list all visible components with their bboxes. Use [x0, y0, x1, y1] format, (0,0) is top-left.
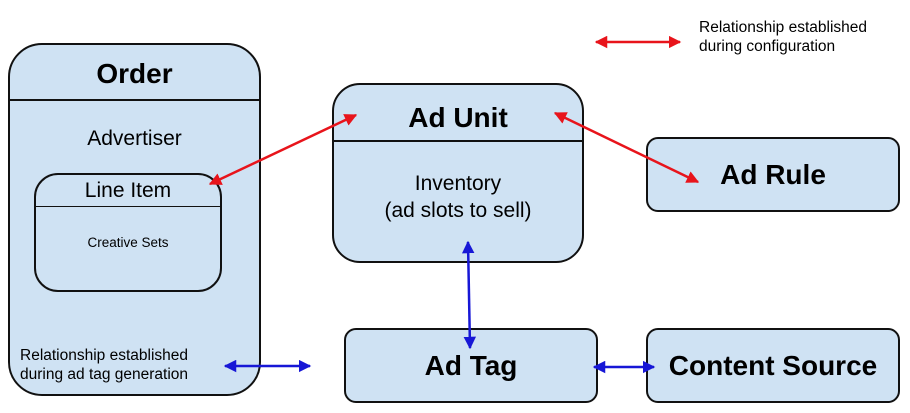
order-divider	[10, 99, 259, 101]
advertiser-label: Advertiser	[87, 127, 182, 150]
legend-configuration-line1: Relationship established	[699, 19, 868, 36]
line-item-divider	[36, 206, 220, 207]
order-title: Order	[96, 58, 173, 89]
legend-configuration: Relationship established during configur…	[699, 18, 867, 56]
creative-sets-label: Creative Sets	[87, 235, 169, 250]
content-source-title: Content Source	[668, 350, 878, 381]
ad-unit-ad-rule-arrow	[553, 111, 700, 184]
ad-unit-box: Ad Unit Inventory (ad slots to sell)	[332, 83, 584, 263]
ad-unit-divider	[334, 140, 582, 142]
legend-tag-generation: Relationship established during ad tag g…	[20, 346, 188, 384]
ad-tag-title: Ad Tag	[424, 350, 518, 381]
legend-configuration-line2: during configuration	[699, 38, 836, 55]
ad-rule-title: Ad Rule	[720, 159, 826, 190]
legend-tag-generation-line2: during ad tag generation	[20, 366, 189, 383]
content-source-box: Content Source	[646, 328, 900, 403]
ad-unit-ad-tag-arrow	[461, 240, 477, 350]
ad-unit-title: Ad Unit	[408, 102, 508, 133]
line-item-title: Line Item	[84, 179, 172, 202]
line-item-box: Line Item Creative Sets	[34, 173, 222, 292]
line-item-ad-unit-arrow	[208, 113, 358, 186]
order-box: Order Advertiser Line Item Creative Sets	[8, 43, 261, 396]
ad-slots-label: (ad slots to sell)	[384, 199, 532, 222]
inventory-label: Inventory	[414, 172, 502, 195]
legend-tag-generation-line1: Relationship established	[20, 347, 189, 364]
